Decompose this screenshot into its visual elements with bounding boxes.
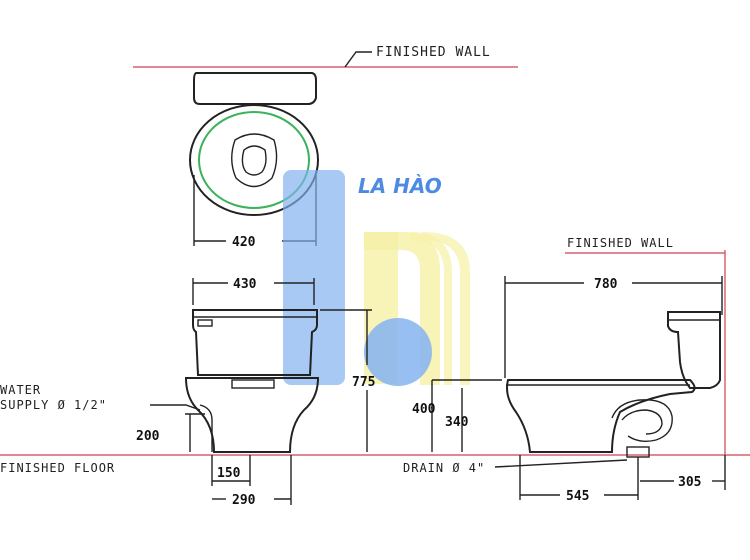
dim-775: 775 (352, 375, 375, 390)
dim-420: 420 (232, 235, 256, 250)
drain-leader (494, 459, 628, 468)
water-supply-leader (150, 404, 201, 411)
front-view: 430 775 WATER SUPPLY Ø 1/2" 200 FINISHED… (0, 277, 750, 508)
logo-yellow-arch-3 (422, 232, 470, 385)
dim-430: 430 (233, 277, 257, 292)
drain-label: DRAIN Ø 4" (403, 461, 485, 475)
bowl-outline-top (189, 104, 319, 216)
logo-blue-bar (283, 170, 345, 385)
watermark-logo: LA HÀO (283, 170, 470, 386)
logo-yellow-arch-2 (410, 232, 452, 385)
trapway-inner (621, 409, 663, 435)
finished-wall-leader-top (344, 51, 372, 68)
finished-floor-label: FINISHED FLOOR (0, 461, 115, 475)
water-supply-label-2: SUPPLY Ø 1/2" (0, 398, 107, 412)
brand-text: LA HÀO (358, 174, 442, 198)
bowl-seat-ring (198, 111, 310, 209)
trapway (611, 399, 673, 443)
tank-side (667, 311, 721, 389)
seat-hinge (231, 379, 275, 389)
dim-780: 780 (594, 277, 618, 292)
tank-front (192, 309, 318, 376)
dim-545: 545 (566, 489, 589, 504)
finished-wall-label-top: FINISHED WALL (376, 45, 491, 60)
finished-wall-label-right: FINISHED WALL (567, 236, 674, 250)
dim-400: 400 (412, 402, 436, 417)
bowl-opening (231, 133, 278, 188)
bowl-side (506, 379, 696, 453)
dim-340: 340 (445, 415, 469, 430)
bowl-inner (241, 145, 267, 176)
logo-blue-circle (364, 318, 432, 386)
side-view: FINISHED WALL 780 400 340 DRAIN Ø 4" (403, 236, 726, 504)
dim-305: 305 (678, 475, 701, 490)
water-supply-label-1: WATER (0, 383, 41, 397)
dim-150: 150 (217, 466, 241, 481)
bowl-front (184, 377, 320, 453)
supply-pipe (199, 404, 213, 452)
tank-top-view (193, 72, 317, 105)
dim-200: 200 (136, 429, 160, 444)
dim-290: 290 (232, 493, 256, 508)
flush-lever-icon (197, 319, 213, 327)
